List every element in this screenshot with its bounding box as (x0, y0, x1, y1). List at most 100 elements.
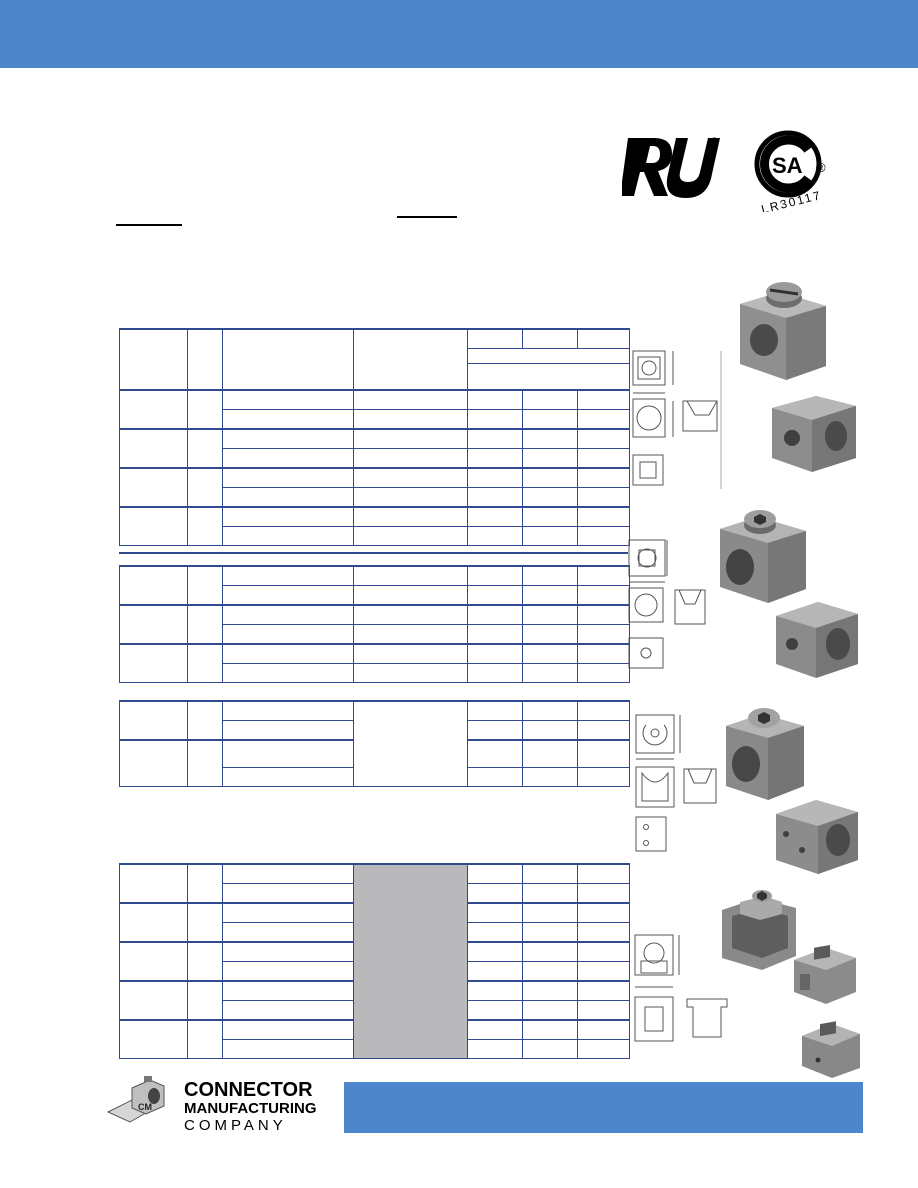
table-cell (119, 700, 188, 741)
table-cell (119, 428, 188, 469)
table-cell (522, 643, 578, 664)
table-cell (577, 585, 630, 606)
table-cell (467, 409, 523, 430)
table-row (119, 643, 630, 683)
table-cell (222, 961, 354, 982)
header-cell (467, 363, 630, 391)
table-cell (467, 467, 523, 488)
table-cell (577, 1019, 630, 1040)
table-cell (467, 643, 523, 664)
table-cell (522, 526, 578, 546)
table-cell (353, 526, 468, 546)
table-cell (522, 720, 578, 741)
table-cell (222, 1000, 354, 1021)
table-row (119, 980, 630, 1021)
table-row (119, 467, 630, 508)
table-cell (222, 980, 354, 1001)
table-cell (467, 941, 523, 962)
table-row (120, 487, 630, 508)
table-cell (522, 961, 578, 982)
table-row (119, 389, 630, 430)
table-row (120, 526, 630, 546)
table-cell (222, 883, 354, 904)
table-cell (353, 409, 468, 430)
table-row (119, 1019, 630, 1059)
csa-certification-logo: SA ® LR30117 (754, 130, 826, 212)
table-cell (467, 663, 523, 683)
table-cell (222, 1039, 354, 1059)
table-cell (187, 389, 223, 430)
brand-line-connector: CONNECTOR (184, 1079, 313, 1101)
header-cell (522, 328, 578, 349)
table-cell (577, 624, 630, 645)
lug-photo-tapped-block-3 (776, 800, 858, 874)
table-cell (222, 739, 354, 768)
table-row (120, 922, 630, 943)
spec-table-section-1 (119, 328, 630, 546)
table-cell (187, 428, 223, 469)
svg-text:CM: CM (138, 1102, 152, 1112)
table-cell (467, 487, 523, 508)
table-row (120, 767, 630, 787)
header-cell (119, 328, 188, 391)
lug-photo-hex-socket (720, 510, 806, 603)
table-cell (467, 767, 523, 787)
table-cell (222, 922, 354, 943)
table-cell (187, 941, 223, 982)
table-cell (187, 506, 223, 546)
table-cell (522, 922, 578, 943)
table-cell (222, 643, 354, 664)
table-cell (467, 863, 523, 884)
table-cell (467, 1039, 523, 1059)
table-cell (467, 700, 523, 721)
header-cell (353, 328, 468, 391)
header-cell (187, 328, 223, 391)
table-cell (577, 565, 630, 586)
shaded-cell (353, 863, 468, 1059)
table-cell (467, 506, 523, 527)
table-cell (187, 565, 223, 606)
table-row (119, 902, 630, 943)
table-cell (467, 883, 523, 904)
header-cell (577, 328, 630, 349)
table-row (120, 663, 630, 683)
table-row (119, 700, 630, 787)
table-cell (222, 487, 354, 508)
table-cell (353, 624, 468, 645)
table-cell (522, 565, 578, 586)
table-cell (187, 980, 223, 1021)
table-cell (119, 565, 188, 606)
table-row (119, 941, 630, 982)
table-cell (187, 863, 223, 904)
table-cell (522, 1000, 578, 1021)
table-cell (119, 863, 188, 904)
table-header-row (120, 348, 630, 364)
table-cell (119, 506, 188, 546)
table-cell (187, 604, 223, 645)
table-row (120, 883, 630, 904)
table-cell (577, 487, 630, 508)
table-cell (577, 863, 630, 884)
table-cell (577, 448, 630, 469)
table-cell (353, 487, 468, 508)
table-cell (467, 428, 523, 449)
table-cell (222, 902, 354, 923)
table-cell (577, 526, 630, 546)
table-row (120, 1000, 630, 1021)
table-cell (522, 1019, 578, 1040)
table-header-row (119, 328, 630, 391)
table-row (119, 604, 630, 645)
table-row (119, 428, 630, 469)
table-cell (353, 585, 468, 606)
table-cell (467, 720, 523, 741)
table-cell (353, 448, 468, 469)
table-cell (119, 1019, 188, 1059)
table-cell (577, 663, 630, 683)
table-cell (222, 604, 354, 625)
table-cell (522, 1039, 578, 1059)
table-cell (467, 739, 523, 768)
header-cell (467, 348, 630, 364)
table-cell (222, 526, 354, 546)
table-row (119, 565, 630, 606)
table-cell (222, 700, 354, 721)
